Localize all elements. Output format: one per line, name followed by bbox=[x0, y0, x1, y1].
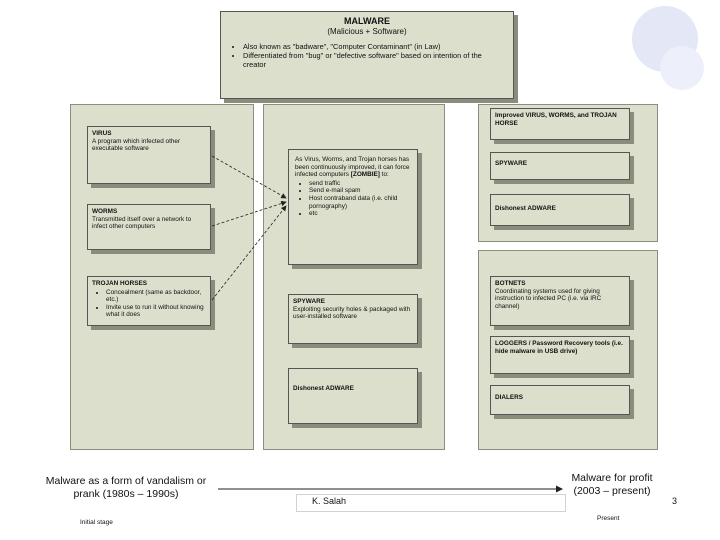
loggers-rest: / Password Recovery tools (i.e. hide mal… bbox=[495, 340, 623, 355]
worms-box: WORMS Transmitted itself over a network … bbox=[87, 204, 211, 250]
zombie-bullet: send traffic bbox=[309, 180, 411, 188]
dialers-title: DIALERS bbox=[495, 394, 524, 401]
virus-text: A program which infected other executabl… bbox=[92, 137, 181, 153]
zombie-bullet: Host contraband data (i.e. child pornogr… bbox=[309, 195, 411, 210]
malware-title: MALWARE bbox=[344, 16, 390, 26]
trojan-title: TROJAN HORSES bbox=[92, 280, 148, 287]
trojan-bullet: Concealment (same as backdoor, etc.) bbox=[106, 289, 206, 304]
decorative-circle bbox=[660, 46, 704, 90]
zombie-bullet: etc bbox=[309, 210, 411, 218]
middle-spyware-title: SPYWARE bbox=[293, 298, 325, 305]
author-label: K. Salah bbox=[312, 496, 347, 506]
improved-title: Improved VIRUS, WORMS, and TROJAN HORSE bbox=[495, 112, 617, 127]
middle-spyware-text: Exploiting security holes & packaged wit… bbox=[293, 305, 411, 321]
middle-adware-title: Dishonest ADWARE bbox=[293, 385, 354, 392]
right-adware-box: Dishonest ADWARE bbox=[490, 194, 630, 226]
botnets-box: BOTNETS Coordinating systems used for gi… bbox=[490, 276, 630, 326]
arrow-trojan-to-zombie bbox=[211, 205, 287, 301]
middle-adware-box: Dishonest ADWARE bbox=[288, 368, 418, 424]
timeline-left-label: Malware as a form of vandalism or prank … bbox=[45, 475, 207, 500]
botnets-text: Coordinating systems used for giving ins… bbox=[495, 287, 602, 310]
virus-title: VIRUS bbox=[92, 130, 112, 137]
malware-bullet: Differentiated from "bug" or "defective … bbox=[243, 51, 505, 70]
botnets-title: BOTNETS bbox=[495, 280, 526, 287]
zombie-bullet: Send e-mail spam bbox=[309, 187, 411, 195]
malware-box: MALWARE (Malicious + Software) Also know… bbox=[220, 11, 514, 99]
zombie-box: As Virus, Worms, and Trojan horses has b… bbox=[288, 149, 418, 265]
loggers-box: LOGGERS / Password Recovery tools (i.e. … bbox=[490, 336, 630, 374]
page-number: 3 bbox=[672, 496, 678, 506]
arrow-virus-to-zombie bbox=[211, 155, 287, 199]
timeline-left-stage: Initial stage bbox=[80, 519, 113, 526]
improved-box: Improved VIRUS, WORMS, and TROJAN HORSE bbox=[490, 108, 630, 140]
timeline-right-label: Malware for profit (2003 – present) bbox=[571, 472, 653, 497]
dialers-box: DIALERS bbox=[490, 385, 630, 415]
trojan-box: TROJAN HORSES Concealment (same as backd… bbox=[87, 276, 211, 326]
loggers-text: LOGGERS / Password Recovery tools (i.e. … bbox=[495, 340, 625, 355]
middle-spyware-box: SPYWARE Exploiting security holes & pack… bbox=[288, 294, 418, 344]
zombie-text-before: As Virus, Worms, and Trojan horses has b… bbox=[295, 156, 410, 179]
right-spyware-title: SPYWARE bbox=[495, 160, 527, 167]
author-box bbox=[296, 494, 566, 512]
loggers-title: LOGGERS bbox=[495, 340, 527, 347]
zombie-text-after: to: bbox=[379, 171, 389, 179]
arrow-worms-to-zombie bbox=[211, 200, 287, 227]
worms-title: WORMS bbox=[92, 208, 118, 215]
zombie-label: [ZOMBIE] bbox=[350, 171, 380, 179]
virus-box: VIRUS A program which infected other exe… bbox=[87, 126, 211, 184]
right-spyware-box: SPYWARE bbox=[490, 152, 630, 180]
worms-text: Transmitted itself over a network to inf… bbox=[92, 215, 192, 231]
right-adware-title: Dishonest ADWARE bbox=[495, 205, 556, 212]
trojan-bullet: Invite use to run it without knowing wha… bbox=[106, 304, 206, 319]
malware-bullet: Also known as "badware", "Computer Conta… bbox=[243, 42, 505, 52]
timeline-right-stage: Present bbox=[597, 515, 620, 522]
zombie-text: As Virus, Worms, and Trojan horses has b… bbox=[295, 156, 411, 179]
malware-subtitle: (Malicious + Software) bbox=[327, 27, 407, 36]
